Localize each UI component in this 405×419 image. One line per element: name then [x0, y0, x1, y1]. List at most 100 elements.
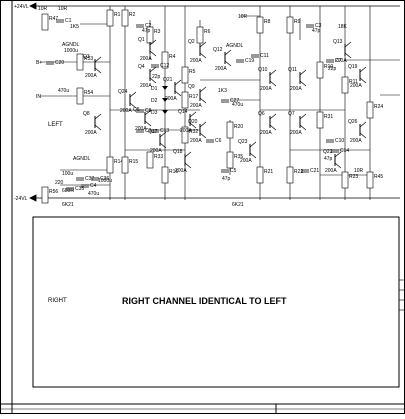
resistor-r9: R9	[286, 16, 301, 34]
resistor-label: R16	[169, 169, 178, 175]
capacitor-label: C14	[340, 148, 349, 154]
capacitor-c2: C2	[136, 23, 152, 29]
capacitor-label: C27	[230, 98, 239, 104]
resistor-label: R10	[324, 64, 333, 70]
resistor-label: R24	[374, 104, 383, 110]
transistor-label: Q8	[83, 111, 90, 117]
supply-neg-label: -24VL	[14, 196, 28, 202]
capacitor-label: C20	[55, 60, 64, 66]
supply-rails	[29, 2, 400, 202]
resistor-label: R15	[129, 159, 138, 165]
capacitor-label: C10	[335, 138, 344, 144]
capacitor-c21: C21	[301, 168, 319, 174]
resistor-r14: R14	[106, 156, 123, 174]
transistor-q26: Q26 200A	[348, 119, 367, 144]
diode-label: D1	[151, 86, 158, 92]
transistor-q8: Q8 200A	[83, 111, 102, 136]
transistor-label: Q7	[288, 111, 295, 117]
capacitor-label: C7	[335, 58, 342, 64]
transistor-type: 200A	[135, 126, 147, 132]
transistor-type: 200A	[325, 168, 337, 174]
transistor-type: 200A	[180, 128, 192, 134]
capacitor-c14: C14	[331, 148, 349, 154]
transistor-type: 200A	[150, 148, 162, 154]
capacitor-c10: C10	[326, 138, 344, 144]
resistor-label: R6	[204, 29, 211, 35]
diode-d2: D2	[151, 98, 168, 104]
resistor-label: R1	[114, 12, 121, 18]
transistor-label: Q17	[148, 129, 158, 135]
capacitor-value: 470u	[232, 102, 243, 108]
capacitor-value: 47p	[142, 28, 151, 34]
transistor-label: Q24	[118, 89, 128, 95]
transistor-type: 200A	[120, 108, 132, 114]
resistor-label: R17	[189, 94, 198, 100]
transistor-label: Q10	[258, 67, 268, 73]
transistor-q7: Q7 200A	[288, 111, 307, 136]
transistor-label: Q4	[138, 64, 145, 70]
resistor-r6: R6	[196, 26, 211, 44]
transistor-label: Q26	[348, 119, 358, 125]
resistor-r56: R56	[41, 186, 58, 204]
capacitor-c19: C19	[236, 58, 254, 64]
transistor-type: 200A	[350, 138, 362, 144]
capacitor-label: C6	[215, 138, 222, 144]
resistor-label: R31	[324, 114, 333, 120]
resistor-value: 6K21	[62, 202, 74, 208]
resistor-label: R8	[264, 19, 271, 25]
resistor-label: R23	[349, 174, 358, 180]
capacitor-c27: C27	[221, 98, 239, 104]
resistor-r47: R47	[41, 13, 58, 31]
resistor-value: 1K5	[70, 24, 79, 30]
capacitor-label: C1	[65, 18, 72, 24]
supply-pos-label: +24VL	[14, 4, 29, 10]
resistor-label: R3	[154, 29, 161, 35]
resistor-r31: R31	[316, 111, 333, 129]
capacitor-c37: C37	[76, 176, 94, 182]
transistor-label: Q11	[288, 67, 297, 73]
resistor-r23: R23	[341, 171, 358, 189]
resistor-r54: R54	[76, 87, 93, 105]
resistor-label: R21	[264, 169, 273, 175]
gnd-label-mid: AGNDL	[226, 43, 243, 49]
transistor-type: 200A	[290, 86, 302, 92]
transistor-type: 200A	[290, 130, 302, 136]
capacitor-c11: C11	[251, 53, 269, 59]
channel-label: LEFT	[48, 122, 63, 128]
capacitor-value: 47p	[324, 156, 333, 162]
capacitor-value: 1000u	[98, 178, 112, 184]
resistor-label: R9	[294, 19, 301, 25]
resistor-label: R47	[49, 16, 58, 22]
resistor-r5: R5	[181, 66, 196, 84]
transistor-label: Q1	[138, 37, 145, 43]
gnd-label-top: AGNDL	[62, 42, 79, 48]
resistor-r53: R53	[76, 53, 93, 71]
right-channel-label: RIGHT	[48, 298, 67, 304]
resistor-r4: R4	[161, 51, 176, 69]
resistor-label: R35	[234, 154, 243, 160]
diode-d3: D3	[151, 110, 168, 116]
resistor-r32: R32	[181, 126, 198, 144]
transistor-type: 200A	[85, 130, 97, 136]
capacitor-label: C12	[160, 63, 169, 69]
transistor-label: Q13	[333, 39, 343, 45]
transistor-label: Q3	[83, 54, 90, 60]
transistor-type: 200A	[240, 158, 252, 164]
resistor-value: 470u	[58, 88, 69, 94]
capacitor-label: C8	[145, 108, 152, 114]
transistor-label: Q19	[348, 64, 358, 70]
transistor-label: Q18	[173, 149, 183, 155]
resistor-value: 470u	[88, 191, 99, 197]
resistor-r15: R15	[121, 156, 138, 174]
resistor-r21: R21	[256, 166, 273, 184]
capacitor-label: C21	[310, 168, 319, 174]
resistor-r20: R20	[226, 121, 243, 139]
